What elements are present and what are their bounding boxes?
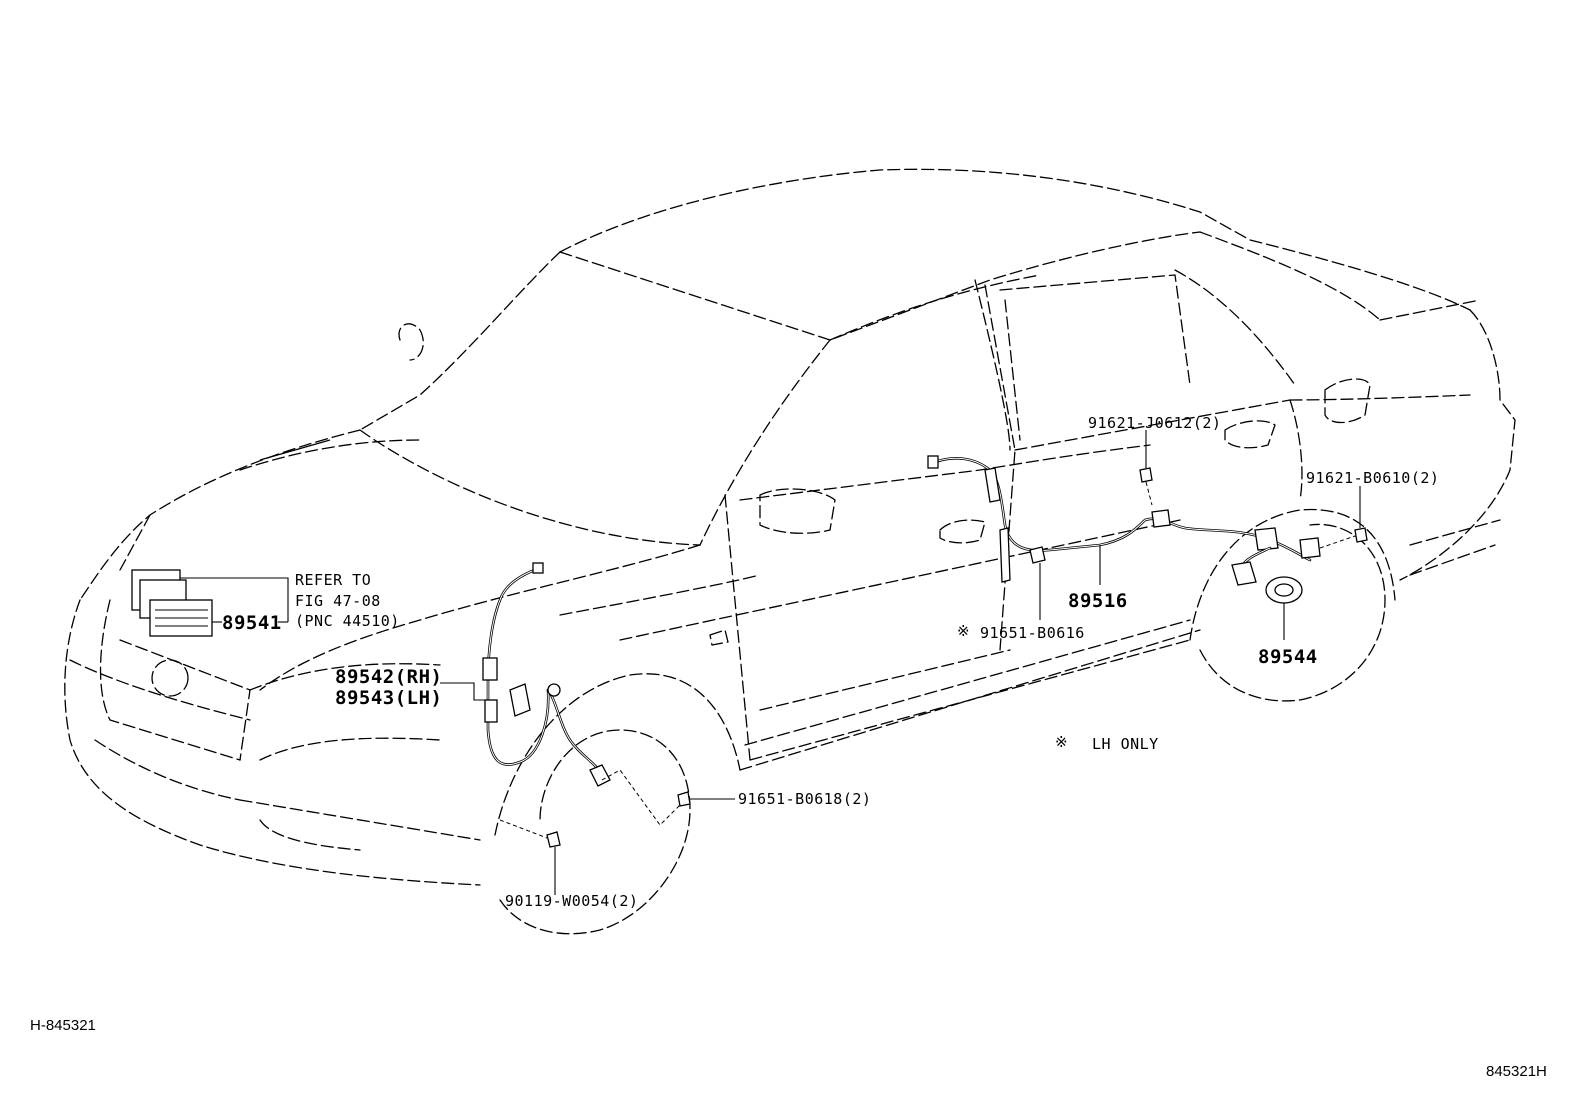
part-label-91651-b0618: 91651-B0618(2) — [738, 790, 872, 808]
car-body-outline — [64, 168, 1516, 935]
part-label-89543-lh: 89543(LH) — [335, 687, 443, 709]
part-label-90119-w0054: 90119-W0054(2) — [505, 892, 639, 910]
reference-line-3: (PNC 44510) — [295, 612, 400, 630]
rear-sensor-harness — [927, 430, 1368, 640]
note-symbol: ※ — [1055, 733, 1069, 751]
reference-line-1: REFER TO — [295, 571, 372, 589]
part-label-89542-rh: 89542(RH) — [335, 666, 443, 688]
part-label-89541: 89541 — [222, 612, 282, 634]
part-label-91621-b0610: 91621-B0610(2) — [1306, 469, 1440, 487]
part-label-89544: 89544 — [1258, 646, 1318, 668]
lh-only-mark: ※ — [957, 622, 971, 640]
ecu-assembly — [131, 569, 289, 637]
note-lh-only: LH ONLY — [1092, 735, 1159, 753]
front-speed-sensor — [440, 562, 735, 895]
part-label-91621-j0612: 91621-J0612(2) — [1088, 414, 1222, 432]
part-label-89516: 89516 — [1068, 590, 1128, 612]
footer-left-code: H-845321 — [30, 1017, 96, 1034]
footer-right-code: 845321H — [1486, 1063, 1547, 1080]
part-label-91651-b0616: 91651-B0616 — [980, 624, 1085, 642]
reference-line-2: FIG 47-08 — [295, 592, 381, 610]
